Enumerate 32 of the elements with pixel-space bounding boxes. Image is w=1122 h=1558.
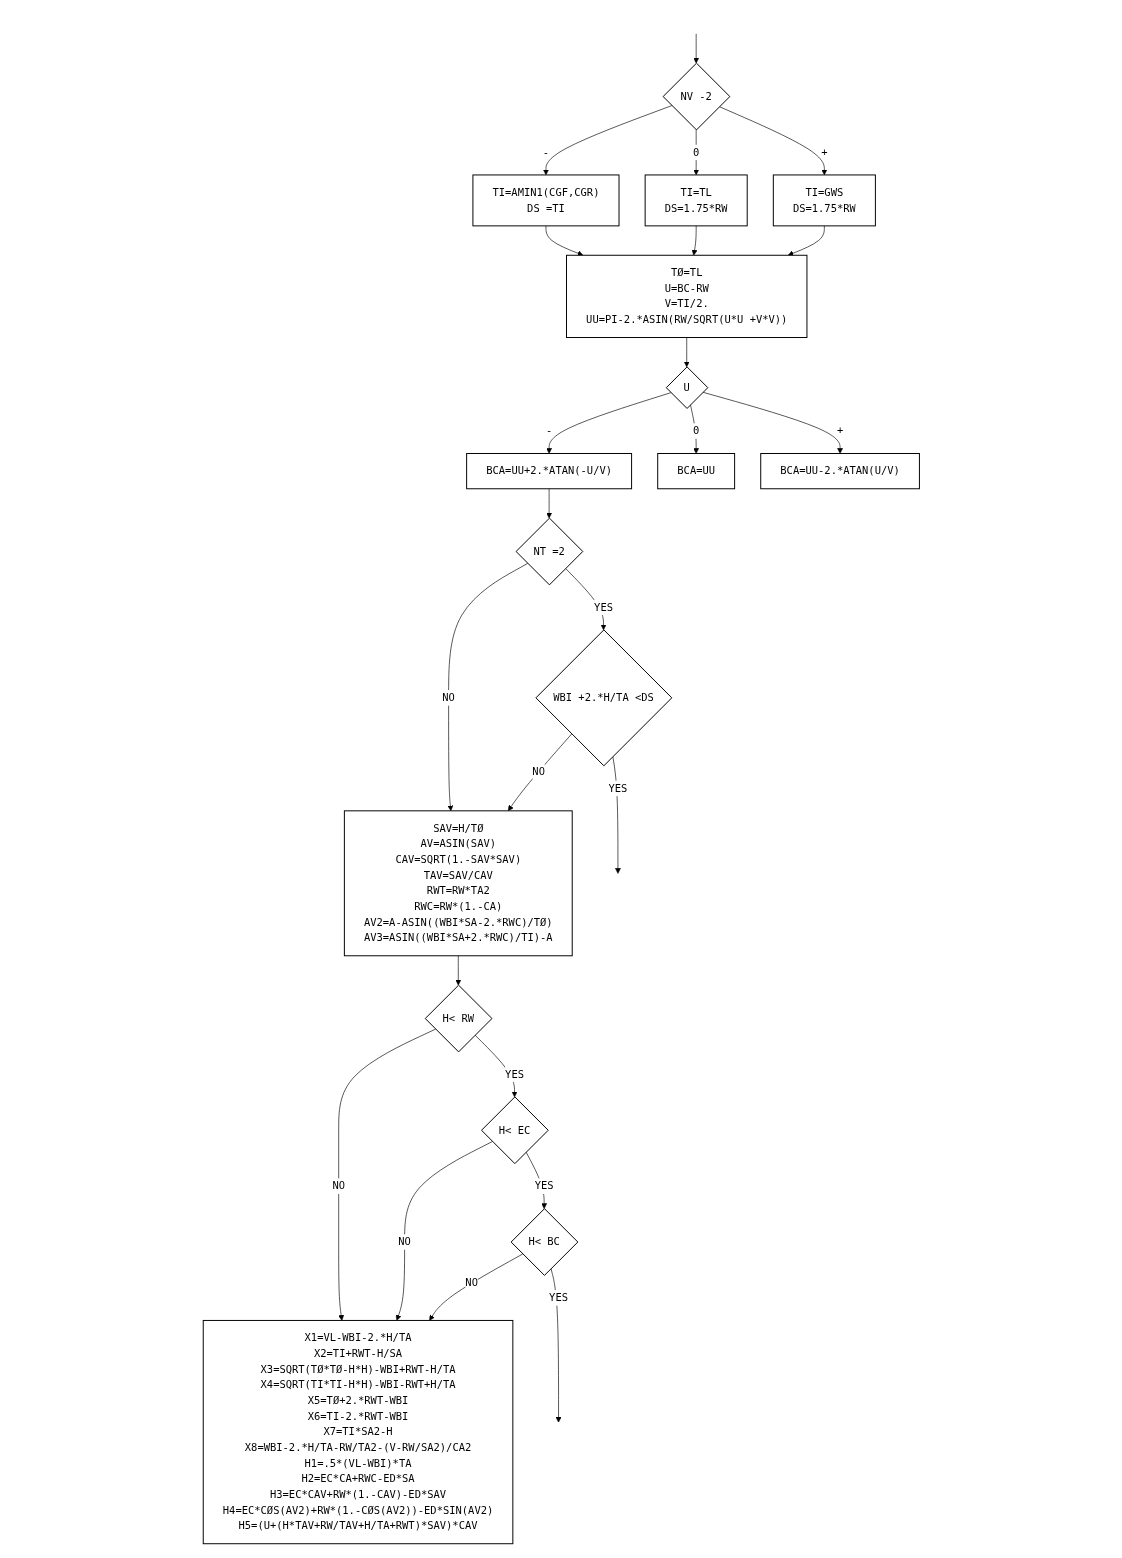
node-box: BCA=UU+2.*ATAN(-U/V): [465, 453, 632, 490]
edge-label: +: [836, 424, 843, 437]
edge-label: YES: [593, 600, 613, 614]
node-box: TI=TL DS=1.75*RW: [644, 174, 748, 227]
node-box: TØ=TL U=BC-RW V=TI/2. UU=PI-2.*ASIN(RW/SQRT(U*U +V*V)): [565, 254, 808, 339]
node-box: BCA=UU: [656, 453, 735, 490]
edge-label: -: [545, 424, 552, 437]
edge-label: YES: [534, 1179, 554, 1193]
node-box: TI=AMIN1(CGF,CGR) DS =TI: [472, 174, 620, 227]
node-diamond: U: [665, 366, 708, 409]
edge-label: -: [542, 145, 549, 159]
edge-label: YES: [504, 1067, 524, 1081]
node-diamond: WBI +2.*H/TA <DS: [535, 629, 672, 767]
edge-label: NO: [442, 691, 455, 704]
node-diamond: H< RW: [424, 984, 493, 1053]
edge-label: NO: [397, 1235, 411, 1248]
edge-label: NO: [332, 1179, 345, 1193]
node-box: SAV=H/TØ AV=ASIN(SAV) CAV=SQRT(1.-SAV*SAV) TAV=SAV/CAV RWT=RW*TA2 RWC=RW*(1.-CA) AV2=A-ASIN((WBI*SA-2.*RWC)/TØ) AV3=ASIN((WBI*SA+2.*RWC)/TI)-A: [343, 810, 573, 957]
edge-label: 0: [692, 424, 699, 437]
edge-label: NO: [532, 764, 545, 778]
edge-label: NO: [465, 1275, 478, 1289]
node-diamond: H< EC: [480, 1096, 549, 1165]
edge-label: +: [820, 145, 828, 159]
edge-label: 0: [692, 145, 699, 159]
node-box: X1=VL-WBI-2.*H/TA X2=TI+RWT-H/SA X3=SQRT(TØ*TØ-H*H)-WBI+RWT-H/TA X4=SQRT(TI*TI-H*H)-WBI-RWT+H/TA X5=TØ+2.*RWT-WBI X6=TI-2.*RWT-WBI X7=TI*SA2-H X8=WBI-2.*H/TA-RW/TA2-(V-RW/SA2)/CA2 H1=.5*(VL-WBI)*TA H2=EC*CA+RWC-ED*SA H3=EC*CAV+RW*(1.-CAV)-ED*SAV H4=EC*CØS(AV2)+RW*(1.-CØS(AV2))-ED*SIN(AV2) H5=(U+(H*TAV+RW/TAV+H/TA+RWT)*SAV)*CAV: [202, 1319, 513, 1545]
edge-label: YES: [608, 781, 628, 795]
node-box: TI=GWS DS=1.75*RW: [772, 174, 876, 227]
node-diamond: H< BC: [510, 1208, 578, 1276]
edge-label: YES: [548, 1291, 568, 1304]
node-diamond: NV -2: [662, 62, 730, 131]
node-diamond: NT =2: [515, 517, 583, 586]
node-box: BCA=UU-2.*ATAN(U/V): [759, 453, 920, 490]
